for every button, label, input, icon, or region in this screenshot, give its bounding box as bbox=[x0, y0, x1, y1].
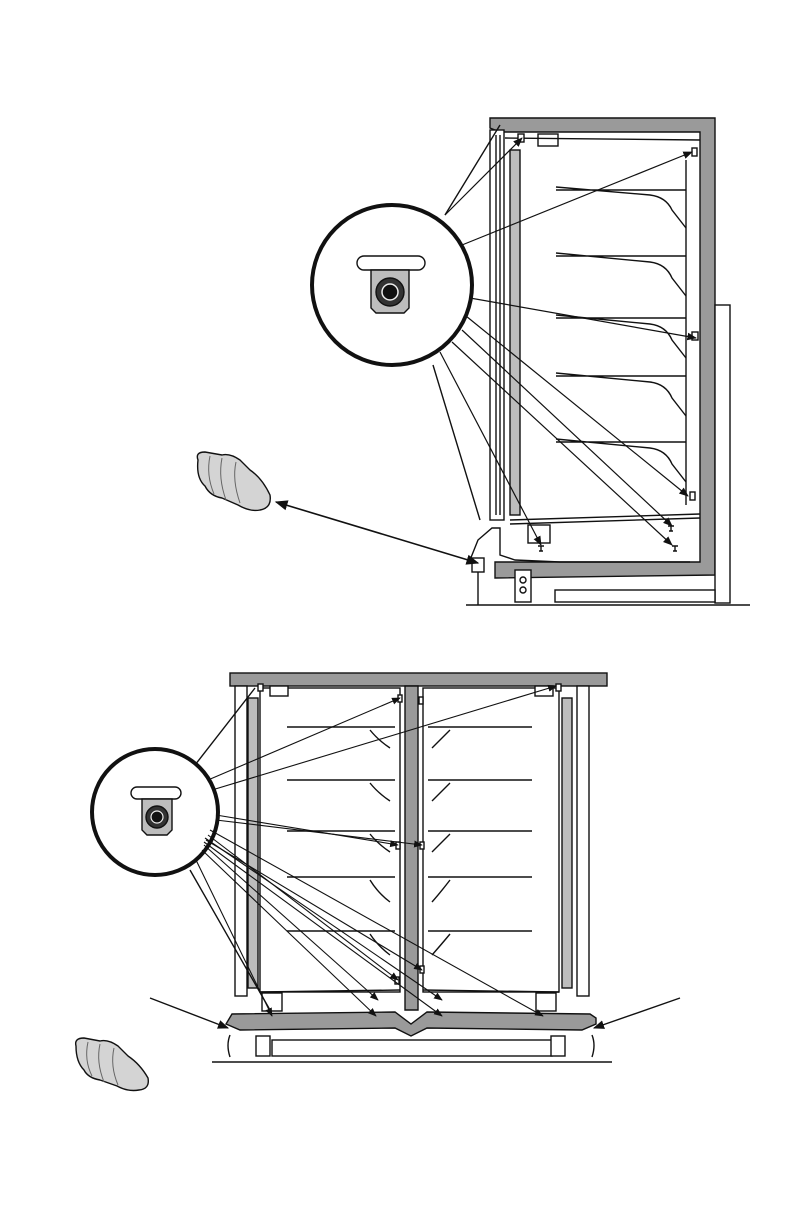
right-door-frame bbox=[577, 686, 589, 996]
light-housing bbox=[538, 134, 558, 146]
case-top bbox=[230, 673, 607, 686]
right-panel-strip bbox=[562, 698, 572, 988]
shelf bbox=[287, 727, 395, 748]
shelf bbox=[287, 931, 395, 955]
rear-column bbox=[715, 305, 730, 603]
leveling-foot bbox=[551, 1036, 565, 1056]
shelf bbox=[428, 727, 532, 748]
shelf bbox=[428, 780, 532, 801]
drain-trough bbox=[536, 993, 556, 1011]
shelf bbox=[556, 187, 686, 228]
drain-plug-icon bbox=[76, 1038, 149, 1091]
callout-leader-arrows bbox=[440, 138, 696, 545]
drain-fitting-icon bbox=[371, 270, 409, 313]
drain-fitting-icon bbox=[142, 799, 172, 835]
shelf bbox=[556, 439, 686, 482]
drain-plug-top bbox=[197, 452, 478, 563]
drain-plug-icon bbox=[197, 452, 270, 510]
base-pan bbox=[226, 1012, 596, 1036]
shelf bbox=[556, 315, 686, 358]
door-panel-strip bbox=[510, 150, 520, 515]
shelf bbox=[428, 931, 532, 955]
shelf bbox=[287, 780, 395, 801]
outlet-leader-left bbox=[150, 998, 228, 1028]
drain-fitting-marker bbox=[518, 134, 698, 551]
outlet-leader-right bbox=[594, 998, 680, 1028]
shelf bbox=[556, 373, 686, 416]
base-rail bbox=[272, 1040, 552, 1056]
left-door-frame bbox=[235, 686, 247, 996]
drain-plug-bottom bbox=[76, 1038, 149, 1091]
shelf bbox=[556, 253, 686, 296]
left-panel-strip bbox=[248, 698, 258, 988]
case-outer-wall bbox=[490, 118, 715, 578]
interior-ceiling bbox=[505, 138, 700, 140]
front-drain-outlet bbox=[472, 558, 484, 572]
single-door-side-view bbox=[197, 118, 750, 605]
base-rail bbox=[555, 590, 715, 602]
drain-fitting-detail-top bbox=[312, 125, 500, 520]
leveling-foot bbox=[256, 1036, 270, 1056]
double-door-side-view bbox=[76, 673, 680, 1091]
shelf bbox=[428, 877, 532, 902]
light-housing bbox=[270, 686, 288, 696]
leveling-foot bbox=[515, 570, 531, 602]
shelf bbox=[428, 831, 532, 852]
